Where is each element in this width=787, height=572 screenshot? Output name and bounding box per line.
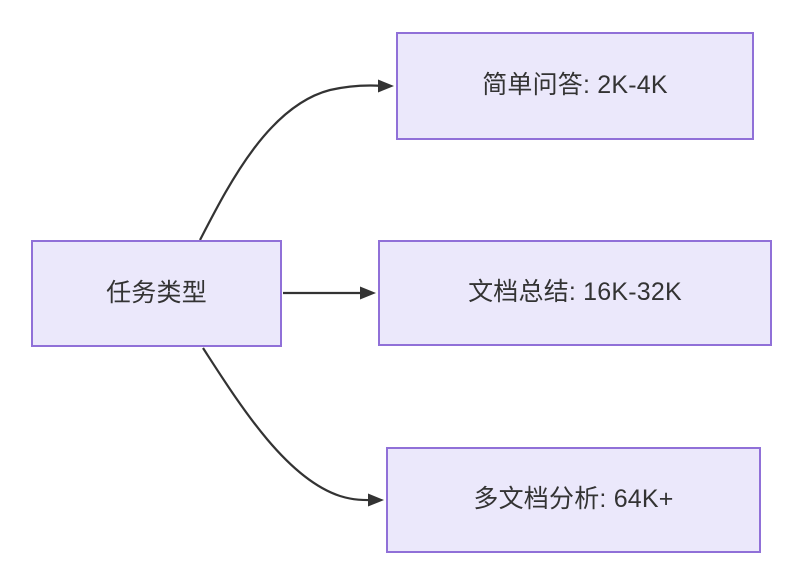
edge-root-to-simple-qa	[199, 84, 385, 241]
node-simple-qa-label: 简单问答: 2K-4K	[482, 71, 668, 100]
node-multi-doc[interactable]: 多文档分析: 64K+	[386, 447, 761, 553]
arrow-head-simple-qa	[378, 79, 394, 93]
node-multi-doc-label: 多文档分析: 64K+	[473, 485, 674, 514]
node-doc-summary-label: 文档总结: 16K-32K	[468, 278, 682, 307]
arrow-head-multi-doc	[368, 493, 384, 507]
node-task-type[interactable]: 任务类型	[31, 240, 282, 347]
node-simple-qa[interactable]: 简单问答: 2K-4K	[396, 32, 754, 140]
node-doc-summary[interactable]: 文档总结: 16K-32K	[378, 240, 772, 346]
arrow-head-doc-summary	[360, 286, 376, 300]
node-task-type-label: 任务类型	[106, 278, 207, 307]
edge-root-to-multi-doc	[202, 347, 375, 502]
